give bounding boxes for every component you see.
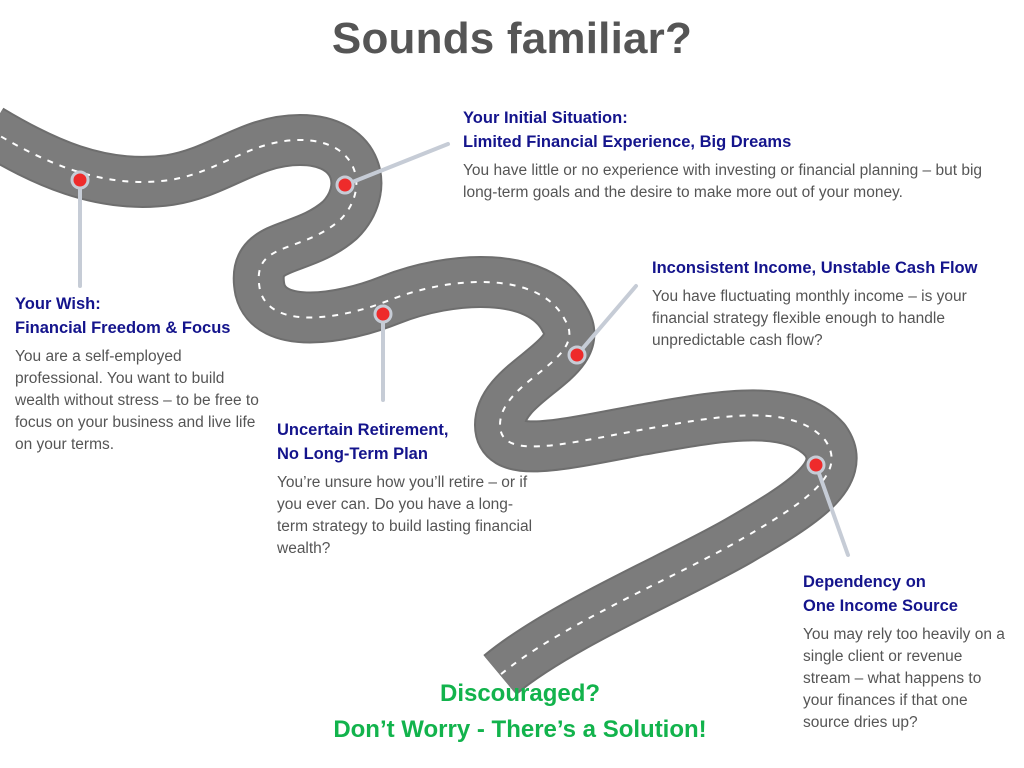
heading-line: No Long-Term Plan <box>277 445 428 463</box>
milestone-description: You are a self-employed professional. Yo… <box>15 348 259 453</box>
connector-income <box>575 284 638 357</box>
milestone-inconsistent-income: Inconsistent Income, Unstable Cash Flow … <box>652 256 1017 352</box>
heading-line: Uncertain Retirement, <box>277 421 449 439</box>
closing-question: Discouraged? <box>439 680 601 707</box>
heading-line: Dependency on <box>803 573 926 591</box>
page-title: Sounds familiar? <box>331 14 693 63</box>
milestone-income-dependency: Dependency on One Income Source You may … <box>803 570 1013 734</box>
marker-retirement <box>373 304 393 324</box>
road-lane-markings <box>0 134 833 676</box>
milestone-uncertain-retirement: Uncertain Retirement, No Long-Term Plan … <box>277 418 537 560</box>
heading-line: Your Initial Situation: <box>463 109 628 127</box>
milestone-description: You’re unsure how you’ll retire – or if … <box>277 474 533 557</box>
milestone-heading: Your Wish: Financial Freedom & Focus <box>15 292 260 340</box>
milestone-initial-situation: Your Initial Situation: Limited Financia… <box>463 106 1008 204</box>
milestone-heading: Uncertain Retirement, No Long-Term Plan <box>277 418 537 466</box>
marker-income <box>567 345 587 365</box>
heading-line: Financial Freedom & Focus <box>15 319 231 337</box>
connector-initial <box>343 142 450 187</box>
heading-line: Your Wish: <box>15 295 101 313</box>
heading-line: Limited Financial Experience, Big Dreams <box>463 133 792 151</box>
marker-wish <box>70 170 90 190</box>
connector-dependency <box>814 463 850 557</box>
closing-message: Don’t Worry - There’s a Solution! <box>333 716 707 743</box>
milestone-heading: Your Initial Situation: Limited Financia… <box>463 106 1008 154</box>
heading-line: One Income Source <box>803 597 958 615</box>
milestone-description: You have little or no experience with in… <box>463 162 983 201</box>
milestone-description: You may rely too heavily on a single cli… <box>803 626 1005 731</box>
marker-dependency <box>806 455 826 475</box>
milestone-heading: Dependency on One Income Source <box>803 570 1013 618</box>
milestone-heading: Inconsistent Income, Unstable Cash Flow <box>652 259 978 277</box>
marker-initial <box>335 175 355 195</box>
milestone-description: You have fluctuating monthly income – is… <box>652 288 967 349</box>
milestone-your-wish: Your Wish: Financial Freedom & Focus You… <box>15 292 260 456</box>
